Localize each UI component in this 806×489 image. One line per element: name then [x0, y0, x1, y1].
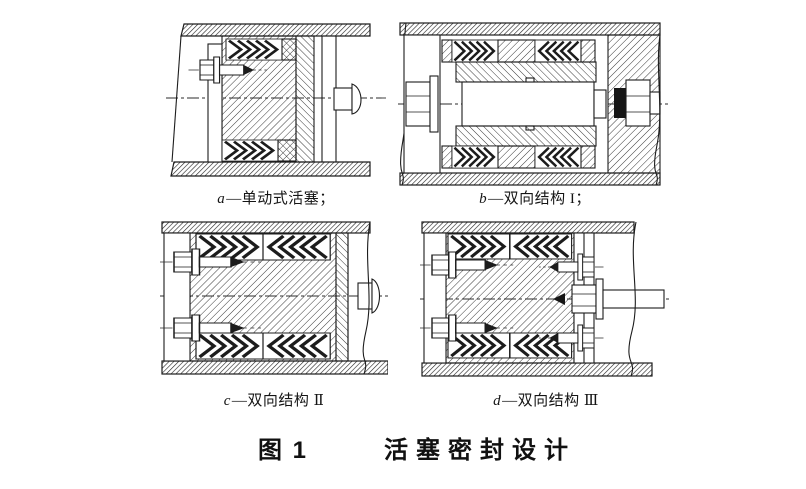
subfigure-a-drawing [166, 23, 386, 177]
subfigure-b-letter: b [479, 191, 488, 207]
figure-number: 图 1 [258, 437, 309, 464]
seal-pack-top-left [446, 232, 512, 261]
seal-pack-bottom-left [450, 144, 500, 170]
subfigure-c-caption: c—双向结构 Ⅱ [160, 392, 388, 410]
piston-rod [357, 282, 373, 310]
subfigure-c-drawing [160, 221, 388, 375]
subfigure-a-caption: a—单动式活塞； [166, 190, 386, 208]
seal-pack-top-right [510, 234, 572, 259]
subfigure-d-label: —双向结构 Ⅲ [502, 393, 599, 409]
follower-plate [335, 232, 349, 362]
cylinder-wall-bottom [161, 360, 388, 375]
subfigure-c-label: —双向结构 Ⅱ [231, 393, 325, 409]
subfigure-b-label: —双向结构 I； [488, 191, 591, 207]
subfigure-b-caption: b—双向结构 I； [400, 190, 670, 208]
rod-bolt-tip [553, 293, 565, 305]
seal-pack-top-left [450, 38, 500, 64]
cylinder-wall-bottom [170, 161, 371, 177]
seal-pack-bottom-left [194, 331, 266, 361]
piston-rod [602, 289, 665, 309]
cylinder-wall-bottom [399, 172, 661, 186]
seal-pack-top-right [263, 234, 330, 260]
rod-bolt-head [571, 284, 597, 314]
cylinder-wall-bottom [421, 362, 653, 377]
piston-core [461, 81, 595, 127]
seal-pack-top-right [535, 40, 581, 62]
seal-pack-top-left [194, 232, 266, 262]
seal-pack-top [224, 37, 284, 62]
seal-pack-bottom-right [535, 146, 581, 168]
seal-pack-bottom-left [446, 331, 512, 360]
nut-icon [625, 79, 651, 127]
figure-title: 活塞密封设计 [384, 437, 577, 464]
bolt-head-icon [405, 81, 431, 127]
piston-follower-plate [295, 35, 315, 163]
cylinder-wall-top [180, 23, 371, 37]
seal-pack-bottom-right [263, 333, 330, 359]
spacer-ring-lower [455, 125, 597, 147]
subfigure-d-drawing [420, 221, 672, 377]
subfigure-d-letter: d [493, 393, 502, 409]
seal-pack-bottom [220, 138, 280, 163]
cylinder-wall-top [421, 221, 635, 234]
subfigure-d-caption: d—双向结构 Ⅲ [420, 392, 672, 410]
figure-caption: 图 1 活塞密封设计 [258, 430, 576, 465]
piston-rod [333, 87, 353, 111]
cylinder-wall-top [399, 22, 661, 36]
piston-left-plate [423, 232, 447, 364]
subfigure-b-drawing [398, 22, 670, 186]
subfigure-a-label: —单动式活塞； [226, 191, 335, 207]
cylinder-wall-top [161, 221, 371, 234]
subfigure-a-letter: a [217, 191, 226, 207]
bolt-shank-icon [614, 88, 626, 118]
subfigure-c-letter: c [223, 393, 231, 409]
